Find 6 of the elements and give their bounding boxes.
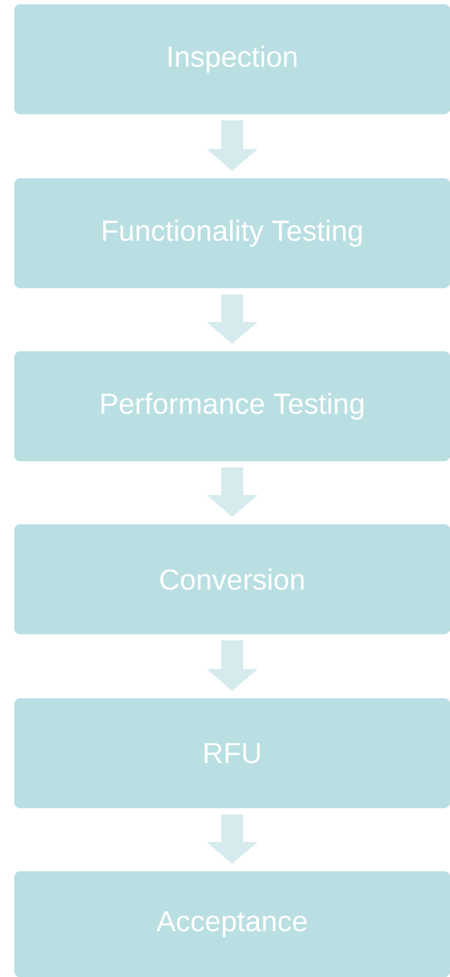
process-box: Conversion — [14, 524, 450, 634]
process-box: Inspection — [14, 4, 450, 114]
process-box: Functionality Testing — [14, 178, 450, 288]
process-box: RFU — [14, 698, 450, 808]
process-box: Performance Testing — [14, 351, 450, 462]
process-box: Acceptance — [14, 871, 450, 977]
